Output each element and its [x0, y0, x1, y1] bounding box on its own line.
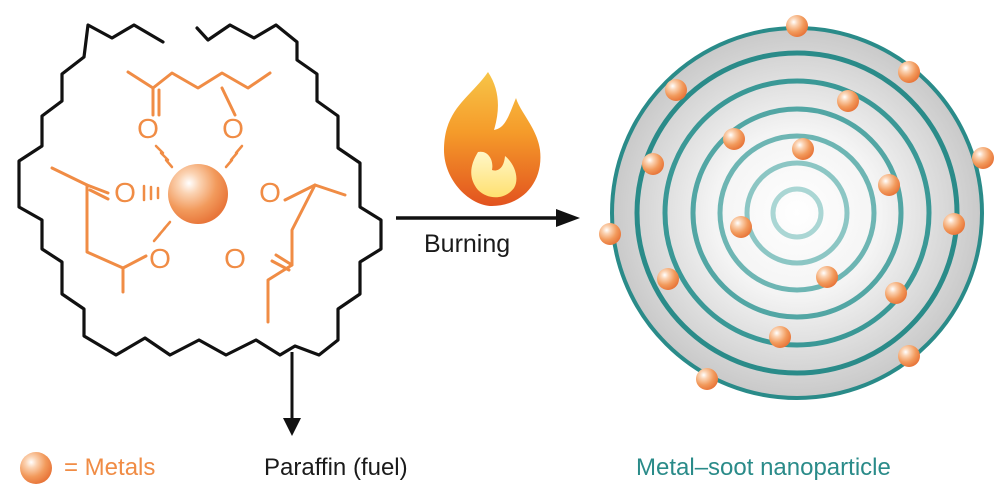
- metal-complex: [50, 70, 347, 324]
- oxygen-atom: O: [224, 243, 246, 274]
- oxygen-atom: O: [259, 177, 281, 208]
- metal-sphere: [665, 79, 687, 101]
- metal-sphere: [642, 153, 664, 175]
- metal-sphere: [972, 147, 994, 169]
- metal-sphere: [792, 138, 814, 160]
- metal-sphere: [769, 326, 791, 348]
- metal-sphere: [898, 61, 920, 83]
- soot-nanoparticle: [610, 26, 984, 400]
- metal-sphere: [696, 368, 718, 390]
- metal-sphere-icon: [20, 452, 52, 484]
- metal-sphere: [730, 216, 752, 238]
- paraffin-caption: Paraffin (fuel): [264, 454, 408, 481]
- burning-label: Burning: [424, 230, 511, 258]
- oxygen-atom: O: [149, 243, 171, 274]
- metal-sphere: [599, 223, 621, 245]
- legend-label: = Metals: [64, 454, 156, 481]
- legend: = Metals: [18, 448, 155, 488]
- soot-metal-spheres: [599, 15, 994, 390]
- metal-sphere: [657, 268, 679, 290]
- oxygen-atom: O: [137, 113, 159, 144]
- metal-sphere: [885, 282, 907, 304]
- metal-sphere: [898, 345, 920, 367]
- paraffin-arrow: [283, 352, 301, 436]
- oxygen-atom: O: [114, 177, 136, 208]
- oxygen-labels: O O O O O O: [114, 113, 281, 274]
- oxygen-atom: O: [222, 113, 244, 144]
- metal-sphere: [786, 15, 808, 37]
- burning-arrow: [396, 209, 580, 227]
- nanoparticle-caption: Metal–soot nanoparticle: [636, 454, 891, 481]
- metal-sphere: [878, 174, 900, 196]
- central-metal-sphere: [168, 164, 228, 224]
- paraffin-chain: [17, 23, 383, 357]
- metal-sphere: [837, 90, 859, 112]
- metal-sphere: [816, 266, 838, 288]
- metal-sphere: [723, 128, 745, 150]
- metal-sphere: [943, 213, 965, 235]
- flame-icon: [443, 72, 541, 206]
